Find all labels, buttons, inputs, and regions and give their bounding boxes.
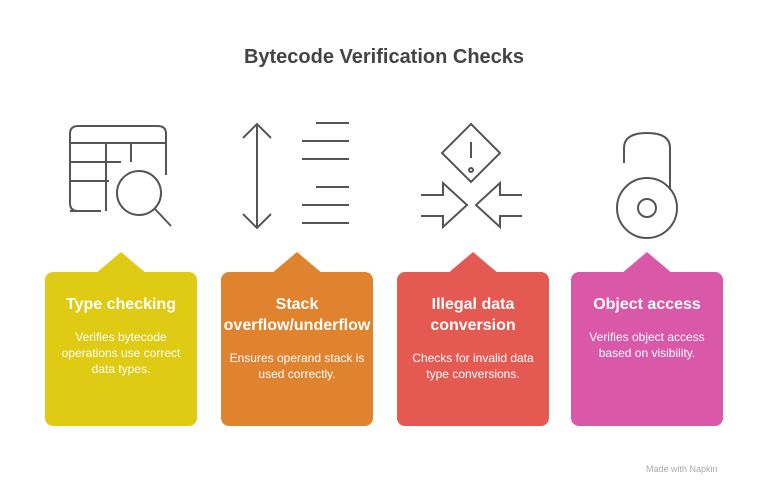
card-description: Verifies bytecode operations use correct… <box>61 330 181 376</box>
card-title: Type checking <box>66 296 176 313</box>
card-title: Object access <box>593 296 701 313</box>
unlocked-padlock-icon <box>616 131 678 239</box>
card-description: Checks for invalid data type conversions… <box>412 351 534 381</box>
napkin-watermark: Made with Napkin <box>646 464 718 474</box>
card-type-checking: Type checking Verifies bytecode operatio… <box>45 252 197 426</box>
warning-converge-icon <box>421 122 522 230</box>
card-stack-overflow: Stack overflow/underflow Ensures operand… <box>221 252 373 426</box>
card-title: Illegal data conversion <box>430 296 516 334</box>
card-description: Verifies object access based on visibili… <box>589 330 705 360</box>
vertical-arrow-lines-icon <box>242 122 349 230</box>
card-title: Stack overflow/underflow <box>223 296 371 334</box>
card-illegal-conversion: Illegal data conversion Checks for inval… <box>397 252 549 426</box>
table-search-icon <box>69 125 172 227</box>
card-object-access: Object access Verifies object access bas… <box>571 252 723 426</box>
diagram-title: Bytecode Verification Checks <box>243 46 525 68</box>
card-description: Ensures operand stack is used correctly. <box>229 351 365 381</box>
